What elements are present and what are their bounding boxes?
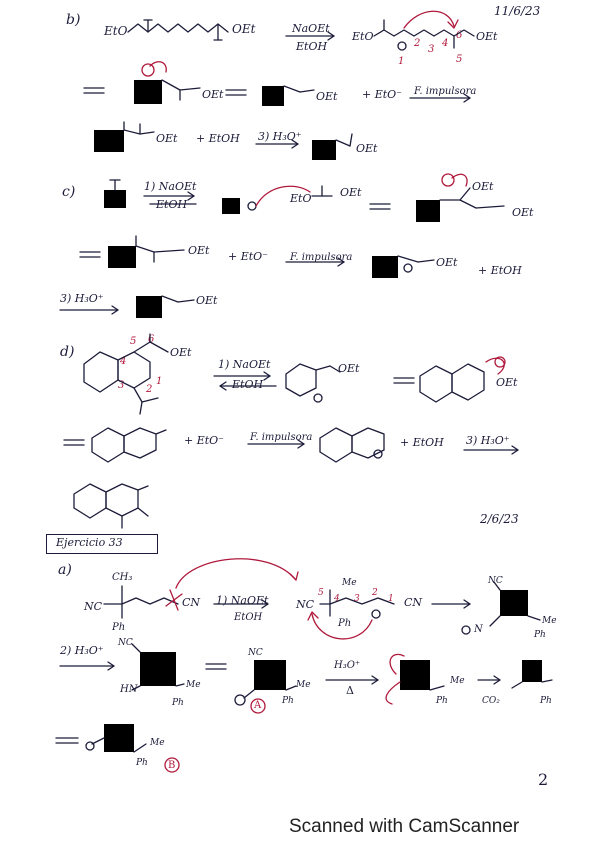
camscanner-footer: Scanned with CamScanner [289, 816, 520, 837]
row2-oet-1: OEt [202, 88, 224, 101]
c-oet-right2: OEt [512, 206, 534, 219]
num-2: 2 [414, 38, 421, 49]
ester-left-eto: EtO [104, 24, 128, 38]
a33-cn: CN [182, 596, 201, 609]
a33-nc: NC [84, 600, 103, 613]
c-row2-oet: OEt [188, 244, 210, 257]
d-oet: OEt [170, 346, 192, 359]
num-6: 6 [456, 30, 463, 41]
a33-num-1: 1 [388, 594, 394, 604]
d-num-2: 2 [146, 384, 153, 395]
num-5: 5 [456, 54, 463, 65]
num-3: 3 [428, 44, 435, 55]
page-number: 2 [538, 770, 549, 789]
c-row2-etoh: + EtOH [478, 264, 522, 277]
b-enolate [373, 10, 475, 51]
c-row2-byproduct: + EtO⁻ [228, 250, 268, 263]
date-mid: 2/6/23 [480, 512, 519, 526]
prod-eto: EtO [352, 30, 374, 43]
a33-row2-ph4: Ph [540, 696, 552, 706]
prod-oet: OEt [476, 30, 498, 43]
section-b-label: b) [66, 12, 81, 28]
a33-ph-2: Ph [338, 618, 352, 629]
d-num-5: 5 [130, 336, 137, 347]
reagent-etoh: EtOH [296, 40, 328, 53]
a33-me-2: Me [542, 616, 557, 626]
c-eto: EtO [290, 192, 312, 205]
a33-num-5: 5 [318, 588, 324, 598]
a33-ph: Ph [112, 622, 126, 633]
a33-delta: Δ [346, 684, 354, 697]
d-row2-byproduct: + EtO⁻ [184, 434, 224, 447]
a33-co2: CO₂ [482, 696, 500, 706]
a33-cn-2: CN [404, 596, 423, 609]
row3-oet: OEt [156, 132, 178, 145]
row3-plus-etoh: + EtOH [196, 132, 240, 145]
d-num-6: 6 [148, 334, 155, 345]
d-oet-2: OEt [338, 362, 360, 375]
a33-row2-me: Me [186, 680, 201, 690]
a33-ph-3: Ph [534, 630, 546, 640]
a33-row2-ph2: Ph [282, 696, 294, 706]
exercise-box [46, 534, 158, 554]
row3-acid: 3) H₃O⁺ [258, 130, 302, 143]
ester-right-oet: OEt [232, 22, 256, 36]
row2-fimp: F. impulsora [414, 86, 477, 97]
d-row2-acid: 3) H₃O⁺ [466, 434, 510, 447]
a33-n-minus: N [474, 624, 483, 635]
a33-label-a: A [254, 700, 262, 711]
d-row2-fimp: F. impulsora [250, 432, 313, 443]
c-reagent-top: 1) NaOEt [144, 180, 197, 193]
row2-byproduct: + EtO⁻ [362, 88, 402, 101]
a33-reagent-bottom: EtOH [234, 612, 263, 623]
d-reagent-top: 1) NaOEt [218, 358, 271, 371]
num-4: 4 [442, 38, 449, 49]
a33-me: Me [342, 578, 357, 588]
a33-h3o: H₃O⁺ [334, 660, 361, 671]
reagent-naoet: NaOEt [292, 22, 330, 35]
c-row3-oet: OEt [196, 294, 218, 307]
a33-num-3: 3 [354, 594, 360, 604]
row2-oet-2: OEt [316, 90, 338, 103]
a33-row2-acid: 2) H₃O⁺ [60, 644, 104, 657]
row3-oet-2: OEt [356, 142, 378, 155]
a33-row2-ph: Ph [172, 698, 184, 708]
section-d-label: d) [60, 344, 75, 360]
c-oet: OEt [340, 186, 362, 199]
exercise-label: Ejercicio 33 [56, 536, 123, 549]
a33-row2-me3: Me [450, 676, 465, 686]
d-row2-etoh: + EtOH [400, 436, 444, 449]
c-oet-right: OEt [472, 180, 494, 193]
c-row2-fimp: F. impulsora [290, 252, 353, 263]
a33-row2-nc2: NC [248, 648, 263, 658]
a33-num-2: 2 [372, 588, 378, 598]
section-c-label: c) [62, 184, 76, 200]
a33-row2-me2: Me [296, 680, 311, 690]
a33-row3-ph: Ph [136, 758, 148, 768]
a33-nc-3: NC [488, 576, 503, 586]
a33-label-b: B [168, 760, 176, 771]
d-oet-3: OEt [496, 376, 518, 389]
d-num-3: 3 [118, 380, 125, 391]
c-row3-acid: 3) H₃O⁺ [60, 292, 104, 305]
a33-ch3: CH₃ [112, 572, 133, 583]
d-reagent-bottom: EtOH [232, 378, 264, 391]
d-num-4: 4 [120, 356, 127, 367]
a33-row2-hn: HN [120, 684, 138, 695]
a33-row2-nc: NC [118, 638, 133, 648]
a33-label: a) [58, 562, 72, 578]
num-1: 1 [398, 56, 405, 67]
c-row2-oet2: OEt [436, 256, 458, 269]
a33-nc-2: NC [296, 598, 315, 611]
b-diester [127, 19, 229, 41]
date-top: 11/6/23 [494, 4, 541, 18]
d-num-1: 1 [156, 376, 163, 387]
a33-row2-ph3: Ph [436, 696, 448, 706]
a33-row3-me: Me [150, 738, 165, 748]
a33-num-4: 4 [334, 594, 340, 604]
